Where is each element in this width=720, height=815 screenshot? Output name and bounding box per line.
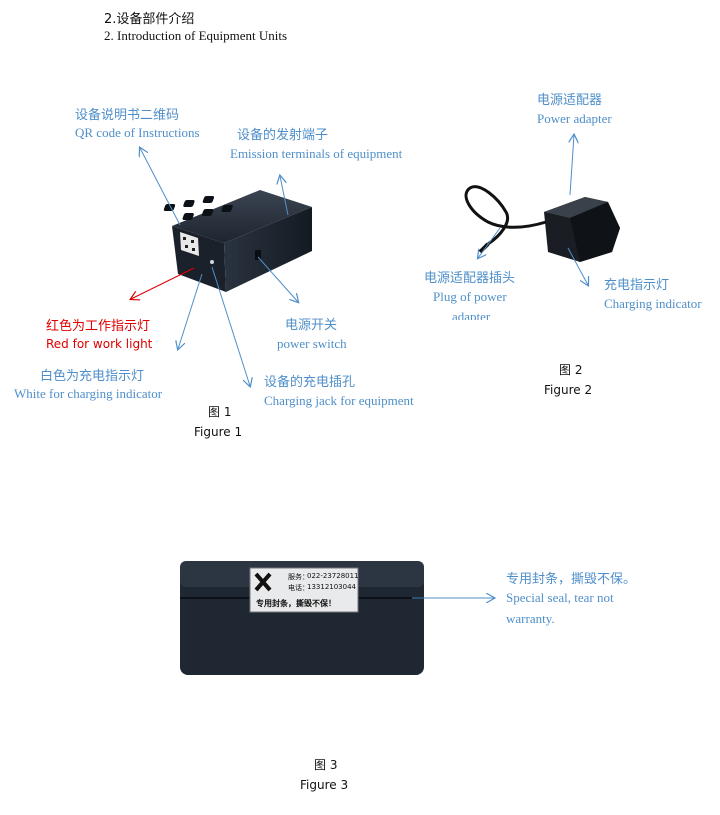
figure2-caption-en: Figure 2 [544,383,593,397]
work-light-label-en: Red for work light [46,337,153,351]
charging-jack-label-en: Charging jack for equipment [264,393,414,408]
figure2-caption-cn: 图 2 [559,363,583,377]
work-light-label-cn: 红色为工作指示灯 [46,319,151,334]
seal-sticker-warning: 专用封条，撕毁不保！ [256,599,336,608]
seal-sticker-number-2: 13312103044 [307,583,356,591]
power-switch-label-en: power switch [277,336,347,351]
power-switch-label-cn: 电源开关 [285,318,338,333]
charging-indicator-label-en: White for charging indicator [14,386,163,401]
special-seal-label-en-line2: warranty. [506,611,555,626]
emission-terminals-label-cn: 设备的发射端子 [237,128,329,143]
section-heading-en: 2. Introduction of Equipment Units [104,28,288,43]
special-seal-label-en-line1: Special seal, tear not [506,590,614,605]
figure1-caption-cn: 图 1 [208,405,232,419]
adapter-plug-label-cn: 电源适配器插头 [424,271,516,286]
power-adapter-label-cn: 电源适配器 [537,93,603,108]
charging-indicator-label-cn: 白色为充电指示灯 [40,369,145,384]
adapter-plug-label-en-line2: adapter [452,309,491,320]
section-heading-cn: 2.设备部件介绍 [104,12,195,27]
seal-sticker-phone-label: 电话： [288,584,309,592]
charging-indicator-adapter-label-cn: 充电指示灯 [604,278,670,293]
device-box-figure1 [163,190,312,292]
power-adapter-figure2 [464,185,620,262]
figure3-caption-cn: 图 3 [314,758,338,772]
seal-sticker-number-1: 022-23728011 [307,572,359,580]
charging-jack-label-cn: 设备的充电插孔 [264,375,356,390]
seal-sticker-service-label: 服务： [288,573,309,581]
power-adapter-label-en: Power adapter [537,111,612,126]
adapter-plug-label-en-line1: Plug of power [433,289,507,304]
qr-code-label-en: QR code of Instructions [75,125,200,140]
charging-indicator-adapter-label-en: Charging indicator [604,296,702,311]
figure1-caption-en: Figure 1 [194,425,243,439]
emission-terminals-label-en: Emission terminals of equipment [230,146,403,161]
device-front-figure3 [180,561,424,675]
qr-code-label-cn: 设备说明书二维码 [75,108,180,123]
figure3-caption-en: Figure 3 [300,778,349,792]
special-seal-label-cn: 专用封条，撕毁不保。 [506,572,637,587]
